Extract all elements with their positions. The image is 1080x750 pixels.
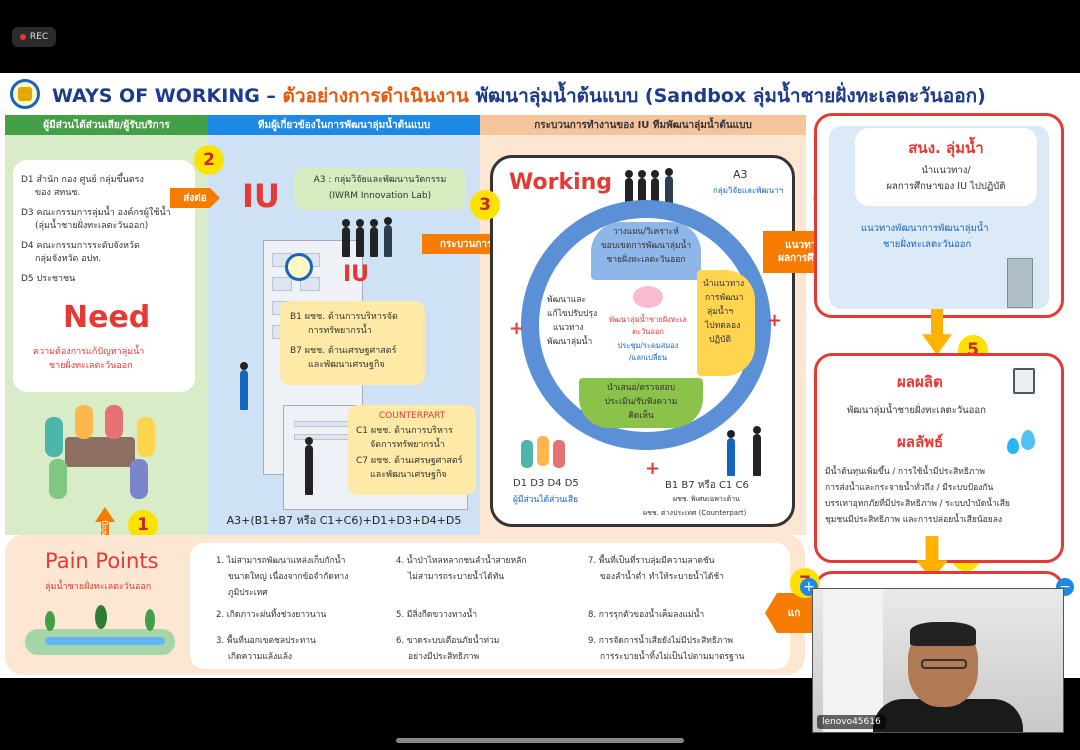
participant-name: lenovo45616 xyxy=(817,715,886,729)
iu-small-label: IU xyxy=(343,262,370,287)
onwr-logo xyxy=(10,79,40,109)
stakeholders-illustration xyxy=(35,397,165,507)
pain-points-title: Pain Points xyxy=(45,549,159,573)
b-group-label: B1 B7 หรือ C1 C6 xyxy=(665,480,749,491)
working-cycle: วางแผน/วิเคราะห์ ขอบเขตการพัฒนาลุ่มน้ำ ช… xyxy=(521,200,771,450)
cycle-segment-plan: วางแผน/วิเคราะห์ ขอบเขตการพัฒนาลุ่มน้ำ ช… xyxy=(591,222,701,280)
slide-title: WAYS OF WORKING – ตัวอย่างการดำเนินงาน พ… xyxy=(52,85,986,107)
team-people-icon xyxy=(338,215,398,260)
pain-item-9: 9. การจัดการน้ำเสียยังไม่มีประสิทธิภาพ ก… xyxy=(588,636,745,662)
agency-title: สนง. ลุ่มน้ำ xyxy=(908,139,984,157)
header-stakeholders: ผู้มีส่วนได้ส่วนเสีย/ผู้รับบริการ xyxy=(5,115,208,135)
d-group-desc: ผู้มีส่วนได้ส่วนเสีย xyxy=(513,495,578,505)
guidance-label-1: แนวทาง/ xyxy=(785,240,825,251)
cycle-segment-trial: นำแนวทาง การพัฒนา ลุ่มน้ำฯ ไปทดลอง ปฏิบั… xyxy=(697,270,755,376)
need-desc-1: ความต้องการแก้ปัญหาลุ่มน้ำ xyxy=(33,347,145,357)
experts-walking-icon xyxy=(719,426,779,478)
agency-card: สนง. ลุ่มน้ำ นำแนวทาง/ ผลการศึกษาของ IU … xyxy=(855,128,1037,206)
building-emblem-icon xyxy=(285,253,313,281)
person-figure-walking xyxy=(303,435,317,495)
header-process: กระบวนการทำงานของ IU ทีมพัฒนาลุ่มน้ำต้นแ… xyxy=(480,115,806,135)
pain-item-3: 3. พื้นที่นอกเขตชลประทาน เกิดความแล้งแล้… xyxy=(216,636,316,662)
b-group-desc-2: ผชช. ต่างประเทศ (Counterpart) xyxy=(643,509,747,517)
guidance-label-2: ผลการศึกษา xyxy=(778,253,832,264)
working-a3-desc: กลุ่มวิจัยและพัฒนาฯ xyxy=(713,186,784,195)
output-title: ผลผลิต xyxy=(897,373,943,391)
plus-icon-left: + xyxy=(509,318,525,339)
send-label: ส่งต่อ xyxy=(183,192,207,204)
river-landscape-icon xyxy=(25,599,175,667)
a3-line-2: (IWRM Innovation Lab) xyxy=(328,191,432,201)
problem-label: ปัญหา xyxy=(100,520,109,542)
feedback-label: แก xyxy=(787,607,801,619)
plus-icon-right: + xyxy=(767,310,783,331)
stakeholder-group-icon xyxy=(517,430,577,470)
river-basin-office-panel: สนง. ลุ่มน้ำ นำแนวทาง/ ผลการศึกษาของ IU … xyxy=(814,113,1064,318)
send-arrow: ส่งต่อ xyxy=(170,188,220,208)
record-dot-icon xyxy=(19,34,26,40)
working-a3-label: A3 xyxy=(733,168,748,181)
step-badge-3: 3 xyxy=(470,190,500,220)
a3-line-1: A3 : กลุ่มวิจัยและพัฒนานวัตกรรม xyxy=(313,175,447,185)
working-people-icon xyxy=(621,168,681,206)
stakeholder-list: D1 สำนัก กอง ศูนย์ กลุ่มขึ้นตรง ของ สทนช… xyxy=(21,175,171,284)
counterpart-box: COUNTERPART C1 ผชช. ด้านการบริหาร จัดการ… xyxy=(348,405,476,495)
meeting-icon xyxy=(633,286,663,308)
dev-guidance-1: แนวทางพัฒนาการพัฒนาลุ่มน้ำ xyxy=(861,223,989,234)
outcome-list: มีน้ำต้นทุนเพิ่มขึ้น / การใช้น้ำมีประสิท… xyxy=(825,467,1010,525)
output-desc: พัฒนาลุ่มน้ำชายฝั่งทะเลตะวันออก xyxy=(847,405,986,416)
pain-points-list: 1. ไม่สามารถพัฒนาแหล่งเก็บกักน้ำ ขนาดใหญ… xyxy=(190,543,790,669)
d-group-label: D1 D3 D4 D5 xyxy=(513,478,579,489)
pain-item-6: 6. ขาดระบบเตือนภัยน้ำท่วม อย่างมีประสิทธ… xyxy=(396,636,500,662)
participant-glasses xyxy=(921,659,967,669)
results-panel: ผลผลิต พัฒนาลุ่มน้ำชายฝั่งทะเลตะวันออก ผ… xyxy=(814,353,1064,563)
dev-guidance-2: ชายฝั่งทะเลตะวันออก xyxy=(883,239,972,250)
header-team: ทีมผู้เกี่ยวข้องในการพัฒนาลุ่มน้ำต้นแบบ xyxy=(208,115,480,135)
stakeholder-column: D1 สำนัก กอง ศูนย์ กลุ่มขึ้นตรง ของ สทนช… xyxy=(5,135,208,557)
process-column: กระบวนการทำงาน Working A3 กลุ่มวิจัยและพ… xyxy=(422,135,806,535)
working-title: Working xyxy=(509,170,613,195)
cycle-center: พัฒนาลุ่มน้ำชายฝั่งทะเล ตะวันออก ประชุม/… xyxy=(603,286,693,374)
pain-item-8: 8. การรุกตัวของน้ำเค็มลงแม่น้ำ xyxy=(588,610,705,620)
pain-item-7: 7. พื้นที่เป็นที่ราบลุ่มมีความลาดชัน ของ… xyxy=(588,556,724,582)
step-badge-2: 2 xyxy=(194,145,224,175)
participant-hair xyxy=(910,622,976,646)
pain-item-5: 5. มีสิ่งกีดขวางทางน้ำ xyxy=(396,610,478,620)
pain-item-2: 2. เกิดภาวะฝนทิ้งช่วงยาวนาน xyxy=(216,610,327,620)
b-experts-box: B1 ผชช. ด้านการบริหารจัด การทรัพยากรน้ำ … xyxy=(280,301,425,385)
water-drops-icon xyxy=(1007,430,1037,456)
recording-indicator: REC xyxy=(12,27,56,47)
a3-box: A3 : กลุ่มวิจัยและพัฒนานวัตกรรม (IWRM In… xyxy=(294,168,466,210)
feedback-arrow: แก xyxy=(765,593,813,633)
tower-building-icon xyxy=(1007,258,1033,308)
person-figure-left xyxy=(238,360,250,410)
pain-points-panel: Pain Points ลุ่มน้ำชายฝั่งทะเลตะวันออก 1… xyxy=(5,535,805,675)
team-column: ส่งต่อ IU A3 : กลุ่มวิจัยและพัฒนานวัตกรร… xyxy=(170,135,480,535)
iu-big-label: IU xyxy=(242,177,280,215)
outcome-title: ผลลัพธ์ xyxy=(897,433,944,451)
shared-slide: WAYS OF WORKING – ตัวอย่างการดำเนินงาน พ… xyxy=(0,73,1080,678)
counterpart-title: COUNTERPART xyxy=(378,411,446,421)
working-panel: Working A3 กลุ่มวิจัยและพัฒนาฯ วางแผน/วิ… xyxy=(490,155,795,527)
home-indicator[interactable] xyxy=(396,738,684,743)
process-flow-label: กระบวนการทำงาน xyxy=(439,238,523,250)
pain-points-subtitle: ลุ่มน้ำชายฝั่งทะเลตะวันออก xyxy=(45,582,152,592)
stakeholder-card: D1 สำนัก กอง ศูนย์ กลุ่มขึ้นตรง ของ สทนช… xyxy=(13,160,195,392)
need-title: Need xyxy=(63,300,151,335)
pain-item-4: 4. น้ำป่าไหลหลากชนลำน้ำสายหลัก ไม่สามารถ… xyxy=(396,556,527,582)
pain-item-1: 1. ไม่สามารถพัฒนาแหล่งเก็บกักน้ำ ขนาดใหญ… xyxy=(216,556,349,598)
clipboard-icon xyxy=(1013,368,1035,394)
need-desc-2: ชายฝั่งทะเลตะวันออก xyxy=(49,361,133,371)
webcam-tile[interactable]: lenovo45616 xyxy=(812,588,1064,733)
cycle-segment-review: นำเสนอ/ตรวจสอบ ประเมิน/รับฟังความ คิดเห็… xyxy=(579,378,703,428)
plus-icon-bottom: + xyxy=(645,458,661,479)
cycle-segment-improve: พัฒนาและ แก้ไขปรับปรุง แนวทาง พัฒนาลุ่มน… xyxy=(543,282,601,372)
team-formula: A3+(B1+B7 หรือ C1+C6)+D1+D3+D4+D5 xyxy=(226,514,462,527)
b-group-desc-1: ผชช. พิเศษเฉพาะด้าน xyxy=(673,495,740,503)
recording-label: REC xyxy=(29,32,49,42)
